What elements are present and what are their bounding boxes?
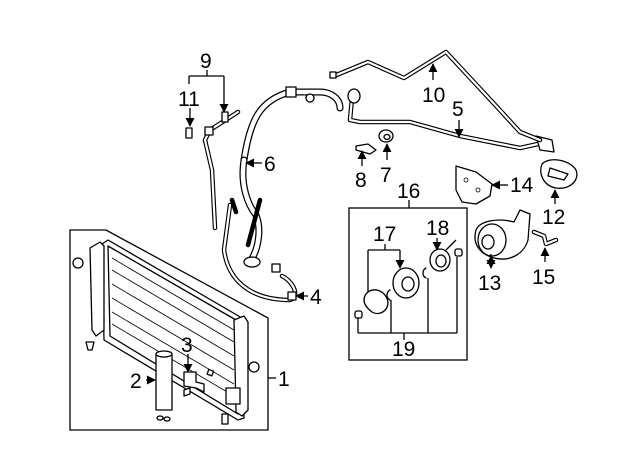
callout-2[interactable]: 2 bbox=[130, 370, 142, 393]
callout-19[interactable]: 19 bbox=[392, 338, 415, 361]
callout-labels: 1 2 3 4 5 6 7 8 9 10 11 12 13 14 15 16 1… bbox=[130, 50, 565, 393]
wire-harness[interactable] bbox=[531, 229, 559, 247]
drier-bracket[interactable] bbox=[183, 371, 205, 397]
compressor-bracket[interactable] bbox=[455, 165, 493, 205]
callout-9[interactable]: 9 bbox=[200, 50, 212, 73]
callout-18[interactable]: 18 bbox=[426, 217, 449, 240]
clutch-assembly-group bbox=[348, 207, 468, 361]
pressure-tube[interactable] bbox=[329, 49, 543, 143]
callout-5[interactable]: 5 bbox=[452, 98, 464, 121]
callout-10[interactable]: 10 bbox=[422, 84, 445, 107]
liquid-line[interactable] bbox=[221, 197, 298, 303]
callout-15[interactable]: 15 bbox=[532, 266, 555, 289]
callout-13[interactable]: 13 bbox=[478, 272, 501, 295]
callout-7[interactable]: 7 bbox=[380, 164, 392, 187]
clip[interactable] bbox=[355, 143, 377, 155]
seal[interactable] bbox=[540, 159, 578, 189]
condenser-group-outline bbox=[69, 229, 269, 431]
callout-3[interactable]: 3 bbox=[181, 334, 193, 357]
suction-line[interactable] bbox=[347, 88, 555, 153]
snap-rings-shims[interactable] bbox=[354, 248, 463, 319]
receiver-drier[interactable] bbox=[155, 350, 173, 422]
callout-8[interactable]: 8 bbox=[355, 169, 367, 192]
grommet[interactable] bbox=[378, 129, 394, 143]
callout-12[interactable]: 12 bbox=[542, 206, 565, 229]
clutch-hub[interactable] bbox=[363, 289, 389, 315]
compressor[interactable] bbox=[474, 209, 531, 260]
callout-6[interactable]: 6 bbox=[264, 153, 276, 176]
condenser[interactable] bbox=[72, 239, 260, 425]
clutch-pulley[interactable] bbox=[392, 267, 420, 299]
callout-1[interactable]: 1 bbox=[278, 368, 290, 391]
clutch-coil[interactable] bbox=[429, 239, 457, 272]
condenser-group bbox=[69, 229, 269, 431]
clutch-assembly-outline bbox=[348, 207, 468, 361]
callout-4[interactable]: 4 bbox=[310, 286, 322, 309]
callout-11[interactable]: 11 bbox=[178, 88, 200, 111]
callout-14[interactable]: 14 bbox=[510, 174, 534, 197]
leaders bbox=[146, 63, 560, 385]
callout-16[interactable]: 16 bbox=[397, 180, 420, 203]
callout-17[interactable]: 17 bbox=[373, 223, 396, 246]
discharge-hose[interactable] bbox=[239, 86, 344, 268]
